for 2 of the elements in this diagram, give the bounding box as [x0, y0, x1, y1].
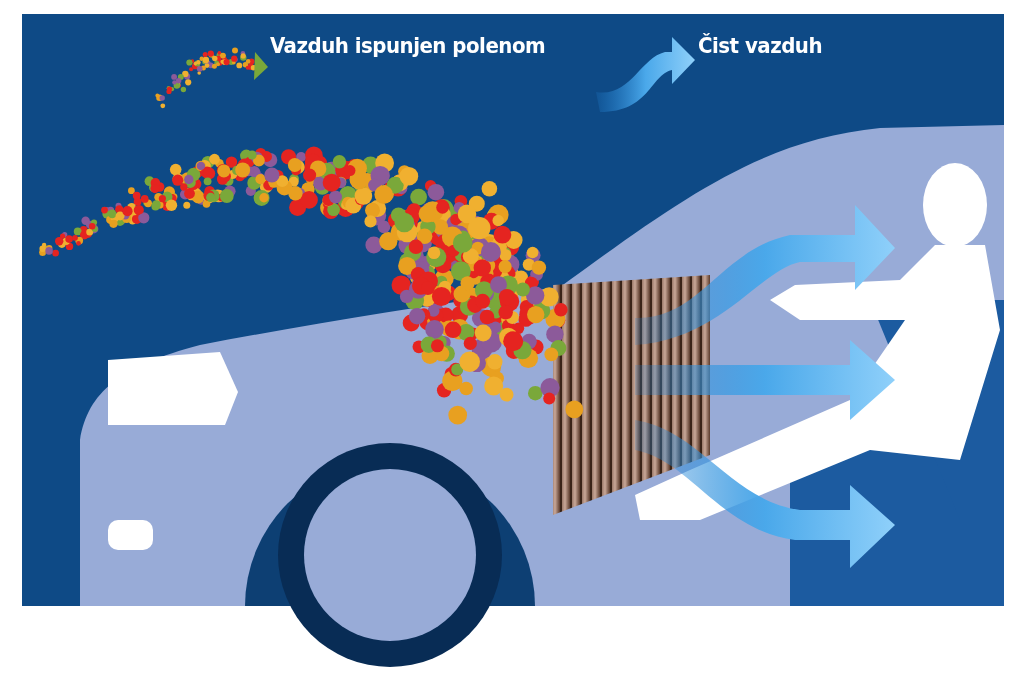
legend-label: Vazduh ispunjen polenom	[270, 33, 546, 58]
legend-label: Čist vazduh	[698, 33, 823, 58]
